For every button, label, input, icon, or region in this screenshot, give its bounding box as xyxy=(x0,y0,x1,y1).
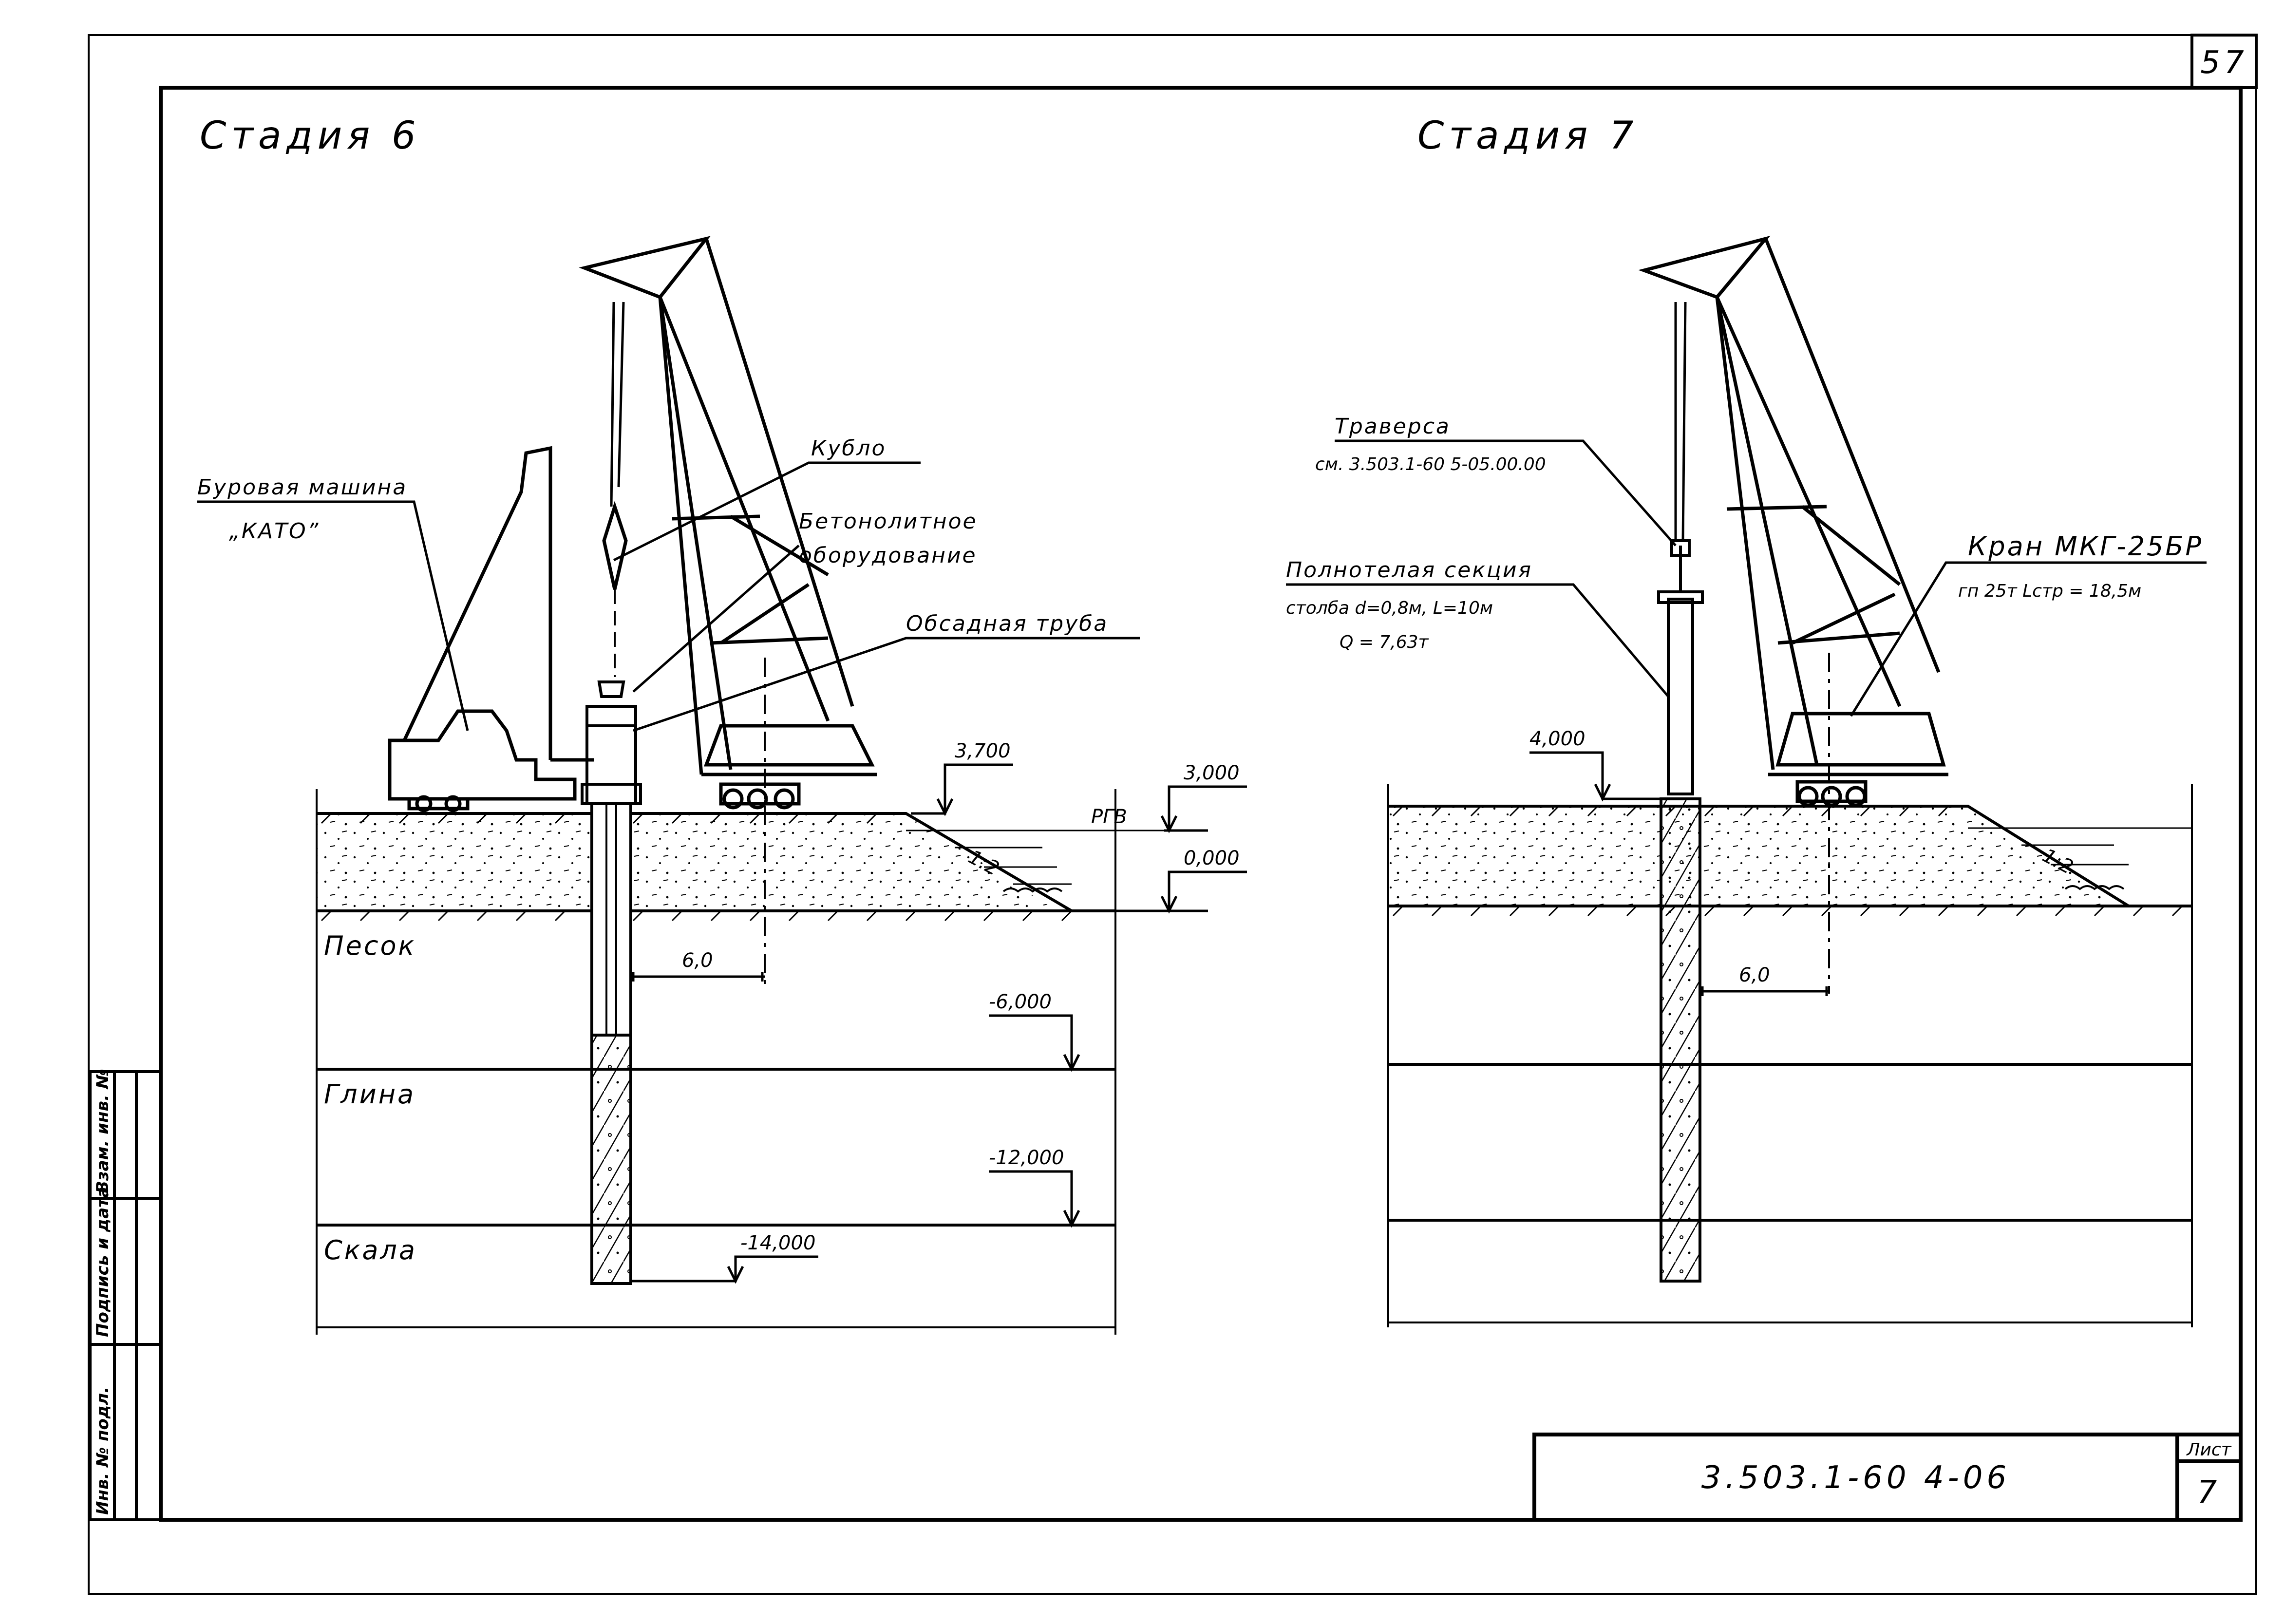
stage-6-elev-top: 3,700 xyxy=(955,740,1011,762)
sheet-number: 7 xyxy=(2197,1474,2221,1511)
stage-6-bucket-label: Кубло xyxy=(811,436,886,461)
stage-6-drill-machine-label: Буровая машина xyxy=(197,475,407,500)
stage-7-section-mass: Q = 7,63т xyxy=(1340,632,1429,652)
stage-7-crane xyxy=(1638,235,1948,994)
stage-6-pile xyxy=(590,802,632,1285)
sheet-frame xyxy=(88,34,2258,1595)
stage-7-leaders xyxy=(1286,439,2207,717)
stage-7-layer-lines xyxy=(1387,784,2193,1327)
drawing-code: 3.503.1-60 4-06 xyxy=(1701,1460,2010,1496)
stage-6-elev-sand-bottom: -6,000 xyxy=(989,991,1052,1013)
stage-7-sand-fill-layer xyxy=(1388,806,2124,906)
side-stamp-inv-podl: Инв. № подл. xyxy=(93,1387,113,1515)
side-stamp-signature-date: Подпись и дата xyxy=(93,1187,113,1337)
stage-6-sand-fill-layer xyxy=(317,813,1057,911)
stage-6-elevation-marks xyxy=(631,763,1247,1284)
corner-page-number: 57 xyxy=(2200,45,2247,81)
stage-7-crane-label: Кран МКГ-25БР xyxy=(1968,531,2203,562)
stage-7-title: Стадия 7 xyxy=(1417,114,1639,158)
stage-6-elev-pile-bottom: -14,000 xyxy=(740,1232,815,1254)
stage-6-slope-riprap xyxy=(1002,888,1063,893)
stage-6-dimension: 6,0 xyxy=(682,949,713,972)
stage-6-leaders xyxy=(197,461,1140,732)
stage-6-layer-lines xyxy=(316,789,1116,1335)
stage-6-drill-machine-model: „КАТО” xyxy=(229,519,320,544)
stage-6-drill-machine xyxy=(388,446,594,812)
stage-6-layer-sand-label: Песок xyxy=(324,930,416,961)
stage-6-elev-water: 3,000 xyxy=(1184,762,1240,784)
stage-6-casing-head xyxy=(581,680,642,805)
stage-7-crane-specs: гп 25т Lстр = 18,5м xyxy=(1958,581,2141,601)
stage-7-traverse-label: Траверса xyxy=(1335,414,1451,439)
sheet-label: Лист xyxy=(2186,1440,2231,1460)
stage-6-water-label: РГВ xyxy=(1091,806,1127,828)
title-block xyxy=(1532,1433,2243,1522)
stage-7-section-label: Полнотелая секция xyxy=(1286,558,1532,583)
side-stamp xyxy=(89,1070,162,1521)
stage-6-elev-zero: 0,000 xyxy=(1184,847,1240,869)
stage-7-slope-riprap xyxy=(2064,885,2125,890)
stage-7-elev-top: 4,000 xyxy=(1529,728,1586,750)
side-stamp-replace-inv: Взам. инв. № xyxy=(93,1069,113,1193)
stage-6-title: Стадия 6 xyxy=(200,114,421,158)
stage-7-pile xyxy=(1660,797,1701,1283)
stage-6-drawing: Стадия 6 1:2 Песок Глина Скала xyxy=(197,114,1247,1335)
stage-7-section-dims: столба d=0,8м, L=10м xyxy=(1286,598,1493,618)
stage-6-concrete-equipment-label-1: Бетонолитное xyxy=(799,509,978,534)
stage-6-crane xyxy=(579,236,877,989)
stage-7-traverse-ref: см. 3.503.1-60 5-05.00.00 xyxy=(1315,454,1546,474)
stage-6-casing-pipe-label: Обсадная труба xyxy=(906,611,1108,636)
stage-7-drawing: Стадия 7 1:2 xyxy=(1286,114,2207,1327)
stage-7-section xyxy=(1657,539,1704,795)
stage-6-elev-clay-bottom: -12,000 xyxy=(989,1147,1064,1169)
stage-6-layer-rock-label: Скала xyxy=(324,1235,417,1265)
stage-7-elevation-marks xyxy=(1529,751,1829,996)
stage-6-layer-clay-label: Глина xyxy=(324,1079,415,1110)
stage-7-ground-hatch xyxy=(1392,805,2183,917)
stage-6-concrete-equipment-label-2: оборудование xyxy=(799,543,977,568)
stage-7-dimension: 6,0 xyxy=(1739,964,1770,986)
